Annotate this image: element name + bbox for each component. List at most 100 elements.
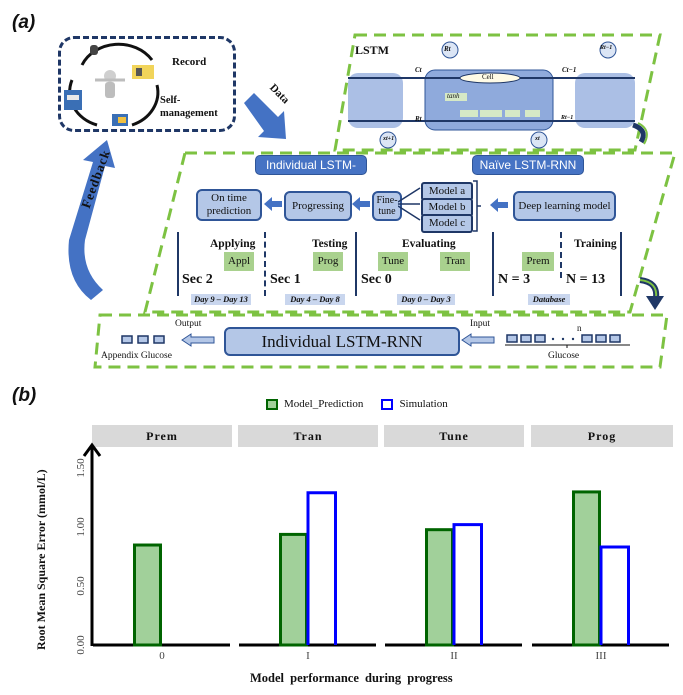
card-icon <box>112 114 128 126</box>
smartwatch-icon <box>90 45 98 55</box>
facet-strip-prog: Prog <box>531 425 673 447</box>
models-bracket <box>473 180 481 232</box>
lstm-xt-label: xt <box>535 136 540 142</box>
stage-evaluating-title: Evaluating <box>402 238 456 250</box>
middle-panel-border <box>143 151 677 314</box>
tag-prem: Prem <box>522 252 554 271</box>
glucose-sequence-blocks <box>505 334 630 348</box>
lstm-panel <box>333 33 662 152</box>
fine-tune-box: Fine- tune <box>372 191 402 221</box>
input-label: Input <box>470 319 491 329</box>
divider-line <box>177 232 179 296</box>
days-applying-label: Day 9 – Day 13 <box>191 294 251 305</box>
lstm-tanh-label: tanh <box>447 92 460 100</box>
x-tick-label: II <box>450 650 458 662</box>
divider-line <box>620 232 622 296</box>
output-arrow-icon <box>181 333 215 347</box>
bar-model-prediction <box>572 490 601 647</box>
n-13-label: N = 13 <box>566 272 606 287</box>
tag-tran: Tran <box>440 252 470 271</box>
y-tick-label: 1.50 <box>75 458 87 478</box>
naive-lstm-rnn-header: Naïve LSTM-RNN <box>472 155 584 175</box>
glucose-label: Glucose <box>548 351 580 361</box>
facet-strip-tran: Tran <box>238 425 378 447</box>
lstm-rt-1-label: Rt−1 <box>600 45 613 51</box>
x-axis-title: Model performance during progress <box>250 671 453 685</box>
output-label: Output <box>175 319 202 329</box>
stage-applying-title: Applying <box>210 238 256 250</box>
self-management-label-2: management <box>160 108 218 119</box>
lstm-xt1-label: xt+1 <box>383 136 395 142</box>
x-tick-label: 0 <box>159 650 165 662</box>
fine-tune-line2: tune <box>378 206 396 217</box>
feedback-arrow-icon <box>68 140 115 300</box>
model-connectors <box>398 187 421 221</box>
x-tick-label: I <box>306 650 310 662</box>
facet-strip-prem: Prem <box>92 425 232 447</box>
on-time-prediction-box: On time prediction <box>196 189 262 221</box>
model-c-box: Model c <box>421 214 473 233</box>
bar-model-prediction <box>279 532 308 647</box>
legend-label-model-prediction: Model_Prediction <box>284 398 364 410</box>
divider-line <box>492 232 494 296</box>
bottom-panel-border <box>93 313 669 369</box>
lstm-rt-1-bottom-label: Rt−1 <box>561 115 574 121</box>
on-time-prediction-line1: On time <box>211 192 247 205</box>
tag-appl: Appl <box>224 252 254 271</box>
legend-item-model-prediction: Model_Prediction <box>266 398 363 410</box>
panel-a-label: (a) <box>12 12 36 33</box>
facet-strip-tune: Tune <box>384 425 524 447</box>
input-arrow-icon <box>461 333 495 347</box>
appendix-glucose-blocks <box>121 335 165 344</box>
appendix-glucose-label: Appendix Glucose <box>101 351 172 361</box>
left-arrow-icon <box>264 197 282 211</box>
lstm-rt-label: Rt <box>444 45 451 53</box>
days-evaluating-label: Day 0 – Day 3 <box>397 294 455 305</box>
deep-learning-model-box: Deep learning model <box>513 191 616 221</box>
lstm-ct-1-label: Ct−1 <box>562 66 577 74</box>
tag-tune: Tune <box>378 252 408 271</box>
record-label: Record <box>172 56 207 68</box>
lstm-cell-label: Cell <box>482 73 494 81</box>
fine-tune-line1: Fine- <box>376 194 398 206</box>
bar-simulation <box>452 523 483 645</box>
sec-0-label: Sec 0 <box>361 272 392 287</box>
person-icon <box>95 70 125 98</box>
x-tick-label: III <box>596 650 607 662</box>
left-arrow-icon <box>352 197 370 211</box>
database-label: Database <box>528 294 570 305</box>
phone-records-icon <box>132 65 154 79</box>
on-time-prediction-line2: prediction <box>206 205 252 217</box>
legend-swatch-model-prediction <box>266 398 278 410</box>
lstm-rt-bottom-label: Rt <box>415 115 422 123</box>
sec-1-label: Sec 1 <box>270 272 301 287</box>
lstm-title: LSTM <box>355 43 390 57</box>
bar-model-prediction <box>425 528 454 647</box>
record-box <box>58 36 236 132</box>
bar-simulation <box>599 545 630 645</box>
stage-testing-title: Testing <box>312 238 348 250</box>
tag-prog: Prog <box>313 252 343 271</box>
curved-down-arrow-icon <box>639 277 664 310</box>
divider-line <box>355 232 357 296</box>
data-arrow-icon <box>244 93 286 139</box>
n-3-label: N = 3 <box>498 272 531 287</box>
chart-legend: Model_Prediction Simulation <box>266 398 448 410</box>
y-tick-label: 1.00 <box>75 517 87 537</box>
individual-lstm-rnn-main-box: Individual LSTM-RNN <box>224 327 460 356</box>
bar-model-prediction <box>133 543 162 647</box>
left-arrow-icon <box>490 198 508 212</box>
divider-dashed-line <box>560 232 562 278</box>
panel-b-label: (b) <box>12 385 37 406</box>
bar-simulation <box>306 491 337 645</box>
stage-training-title: Training <box>574 238 617 250</box>
n-label: n <box>577 323 582 333</box>
y-tick-label: 0.50 <box>75 576 87 596</box>
legend-label-simulation: Simulation <box>399 398 448 410</box>
progressing-box: Progressing <box>284 191 352 221</box>
divider-dashed-line <box>264 232 266 296</box>
document-icon <box>64 90 82 110</box>
sec-2-label: Sec 2 <box>182 272 213 287</box>
legend-item-simulation: Simulation <box>381 398 448 410</box>
